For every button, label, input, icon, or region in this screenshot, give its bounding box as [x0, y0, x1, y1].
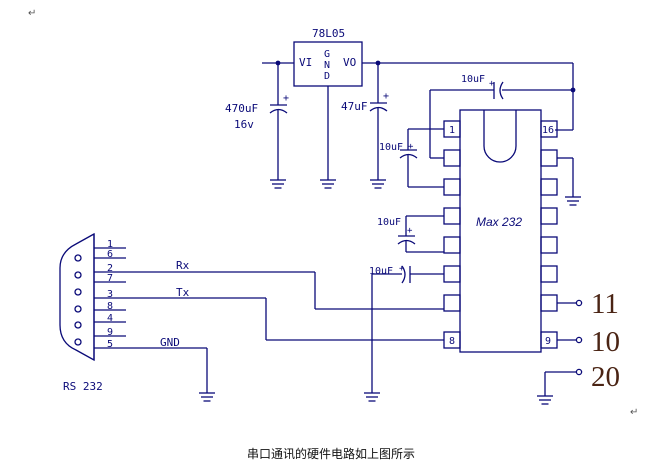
cap-in-value: 470uF	[225, 102, 258, 115]
chip-pin-8: 8	[449, 336, 455, 347]
para-mark-right: ↵	[630, 407, 638, 418]
regulator-vi: VI	[299, 56, 312, 69]
chip-pin-1: 1	[449, 125, 455, 136]
cap-pin6-plus: +	[399, 264, 405, 274]
big-pin-10: 10	[591, 326, 620, 358]
cap-pin4-5-plus: +	[407, 226, 413, 236]
cap-pin4-5-value: 10uF	[377, 217, 401, 228]
regulator-gnd-n: N	[324, 60, 330, 71]
cap-in-plus: +	[283, 93, 289, 104]
chip-name: Max 232	[476, 215, 522, 229]
cap-pin1-3-plus: +	[408, 142, 414, 152]
regulator-gnd-g: G	[324, 49, 330, 60]
db9-shell	[59, 232, 95, 362]
signal-gnd: GND	[160, 336, 180, 349]
para-mark-top: ↵	[28, 8, 36, 19]
cap-in-voltage: 16v	[234, 118, 254, 131]
db9-pin-4: 4	[107, 313, 113, 324]
signal-rx: Rx	[176, 259, 190, 272]
db9-pin-3: 3	[107, 289, 113, 300]
signal-tx: Tx	[176, 286, 190, 299]
big-pin-20: 20	[591, 361, 620, 393]
db9-pin-7: 7	[107, 273, 113, 284]
cap-pin6-value: 10uF	[369, 266, 393, 277]
regulator-vo: VO	[343, 56, 356, 69]
max232-body	[459, 109, 542, 353]
db9-pin-9: 9	[107, 327, 113, 338]
regulator-gnd-d: D	[324, 71, 330, 82]
cap-top-plus: +	[489, 79, 495, 89]
db9-pin-6: 6	[107, 249, 113, 260]
db9-pin-5: 5	[107, 339, 113, 350]
big-pin-11: 11	[591, 288, 619, 320]
cap-out-plus: +	[383, 91, 389, 102]
cap-pin1-3-value: 10uF	[379, 142, 403, 153]
caption-text: 串口通讯的硬件电路如上图所示	[247, 446, 415, 461]
db9-pin-1: 1	[107, 239, 113, 250]
chip-pin-16: 16	[542, 125, 554, 136]
regulator-name: 78L05	[312, 27, 345, 40]
chip-pin-9: 9	[545, 336, 551, 347]
para-mark-caption: ↵	[405, 450, 413, 461]
cap-top-value: 10uF	[461, 74, 485, 85]
connector-name: RS 232	[63, 380, 103, 393]
db9-pin-8: 8	[107, 301, 113, 312]
cap-out-value: 47uF	[341, 100, 368, 113]
db9-pin-2: 2	[107, 263, 113, 274]
